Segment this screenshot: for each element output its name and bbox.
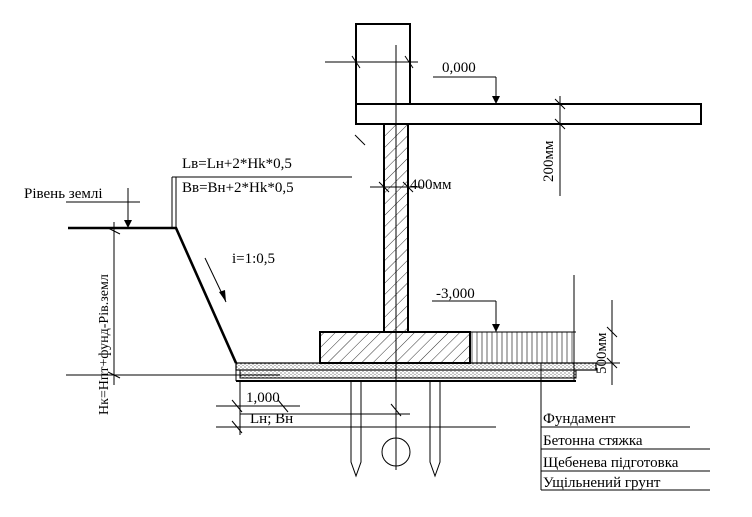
legend-item-soil: Ущільнений грунт	[543, 475, 661, 491]
left-pile	[350, 381, 362, 478]
slab-thickness-label: 200мм	[541, 140, 557, 182]
legend-item-gravel: Щебенева підготовка	[543, 455, 679, 471]
excavation-outline	[68, 226, 238, 364]
base-dims-label: Lн; Вн	[250, 411, 293, 427]
slope-label: i=1:0,5	[232, 251, 275, 267]
concrete-screed-layer	[235, 362, 597, 371]
footing-height-label: 500мм	[594, 332, 610, 374]
depth-formula-label: Hк=Нпт+фунд-Рів.земл	[97, 274, 112, 415]
floor-slab	[355, 103, 702, 125]
gravel-layer	[239, 369, 577, 379]
formula-lv: Lв=Lн+2*Hk*0,5	[182, 156, 292, 172]
foundation-footing	[319, 331, 471, 364]
upper-column	[355, 23, 411, 105]
legend-item-foundation: Фундамент	[543, 411, 616, 427]
formula-bv: Bв=Bн+2*Hk*0,5	[182, 180, 294, 196]
right-pile	[429, 381, 441, 478]
level-minus-label: -3,000	[436, 286, 475, 302]
wall-thickness-label: 400мм	[410, 177, 452, 193]
level-zero-label: 0,000	[442, 60, 476, 76]
offset-label: 1,000	[246, 390, 280, 406]
axis-marker-circle	[381, 437, 411, 467]
legend-item-screed: Бетонна стяжка	[543, 433, 643, 449]
ground-level-label: Рівень землі	[24, 186, 103, 202]
backfill-hatch	[470, 332, 574, 363]
